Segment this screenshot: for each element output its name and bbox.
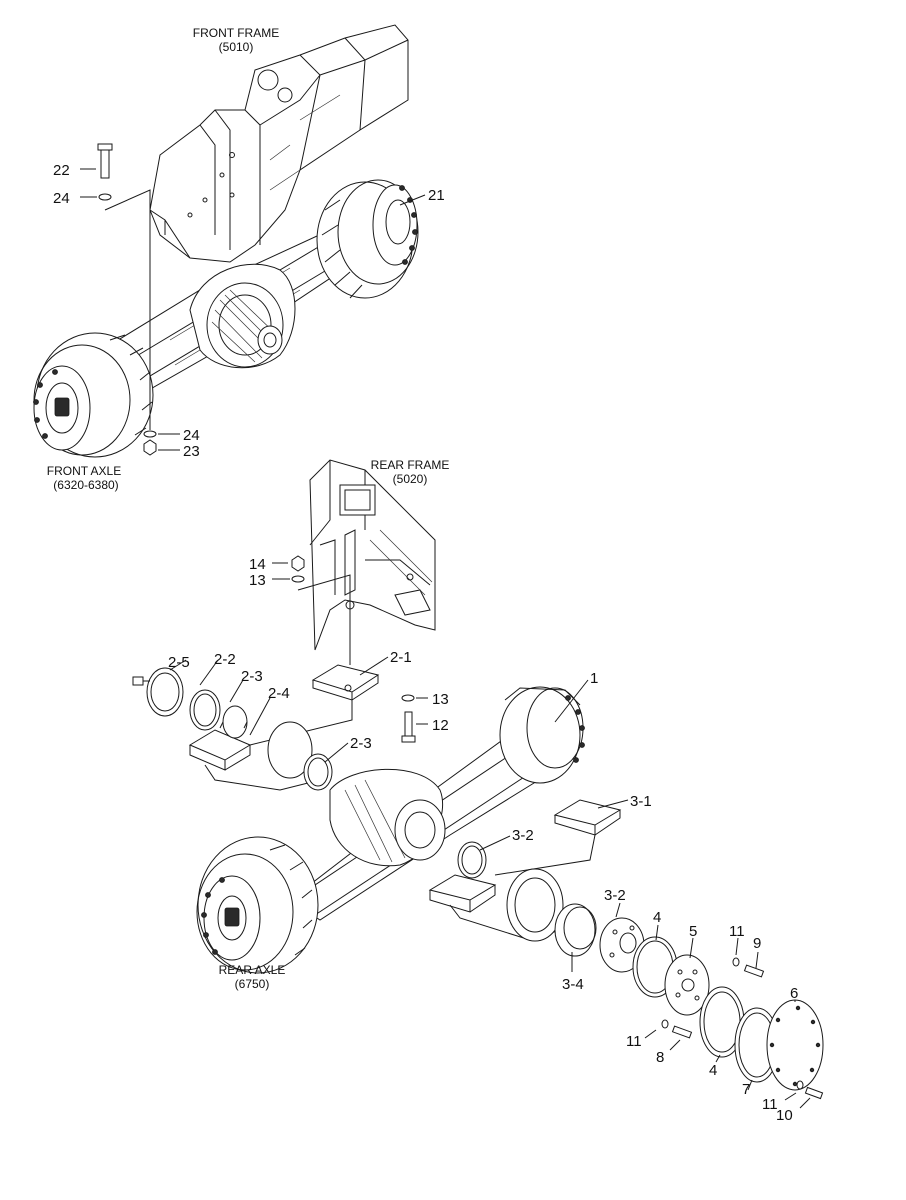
callout-rear-washer-top: 13 — [249, 572, 266, 589]
callout-rear-nut-top: 14 — [249, 556, 266, 573]
cover-bolt-holes — [769, 1005, 821, 1087]
front-washer-top-shape — [98, 193, 112, 201]
rear-washer-top-shape — [291, 575, 305, 583]
rear-frame-hardware — [272, 555, 351, 665]
callout-rear-bolt-bottom: 10 — [776, 1107, 793, 1124]
rear-axle-right-studs — [565, 695, 585, 763]
rear-frame-code: (5020) — [393, 472, 428, 486]
front-washer-bottom-shape — [143, 430, 157, 438]
front-frame-code: (5010) — [219, 40, 254, 54]
callout-rear-axle-assy: 1 — [590, 670, 598, 687]
callout-rear-hub-lower: 3-2 — [604, 887, 626, 904]
rear-frame-drawing — [309, 459, 436, 651]
callout-rear-shim-a: 4 — [653, 909, 661, 926]
front-axle-right-studs — [399, 185, 418, 265]
front-bolt-shape — [100, 147, 110, 179]
front-nut-shape — [143, 439, 157, 456]
callout-rear-pad-bushing: 2-4 — [268, 685, 290, 702]
rear-nut-top-shape — [291, 555, 305, 572]
seal-2-5-shape — [146, 667, 184, 717]
callout-rear-pad-support: 2-1 — [390, 649, 412, 666]
callout-front-axle-assy: 21 — [428, 187, 445, 204]
callout-rear-bolt-mid: 12 — [432, 717, 449, 734]
housing-ring-shape — [506, 868, 564, 942]
callout-rear-washer-bottom: 11 — [762, 1096, 778, 1113]
callout-rear-seal-lower: 3-2 — [512, 827, 534, 844]
front-mount-hardware — [80, 143, 426, 456]
callout-front-washer-bottom: 24 — [183, 427, 200, 444]
rear-bolt-mid-shape — [404, 711, 413, 739]
callout-rear-washer-mid: 13 — [432, 691, 449, 708]
callout-rear-washer-left: 11 — [626, 1033, 642, 1050]
callout-rear-gasket: 7 — [742, 1081, 750, 1098]
callout-rear-plate: 5 — [689, 923, 697, 940]
front-frame-title: FRONT FRAME — [193, 26, 279, 40]
callout-rear-pad-ring: 2-3 — [241, 668, 263, 685]
callout-rear-support-lower: 3-1 — [630, 793, 652, 810]
bushing-3-4-shape — [554, 903, 596, 957]
front-axle-left-studs — [33, 369, 58, 439]
small-bolt-shape — [132, 676, 144, 686]
callout-front-nut: 23 — [183, 443, 200, 460]
front-axle-drawing — [33, 179, 419, 458]
ring-lower-shape — [267, 721, 313, 779]
support-3-1-shape — [553, 799, 622, 826]
seal-3-2-shape — [457, 841, 487, 879]
bushing-2-3-shape — [222, 705, 248, 739]
callout-front-bolt: 22 — [53, 162, 70, 179]
rear-frame-guide-line — [297, 574, 351, 665]
callout-rear-pad-seal-outer: 2-5 — [168, 654, 190, 671]
ring-2-3-lower-shape — [303, 753, 333, 791]
rear-upper-pad-assembly — [132, 656, 589, 791]
front-mount-guide-line — [104, 189, 151, 430]
callout-rear-shim-b: 4 — [709, 1062, 717, 1079]
rear-axle-code: (6750) — [235, 977, 270, 991]
callout-rear-pad-seal-2: 2-2 — [214, 651, 236, 668]
front-bolt-head — [97, 143, 113, 151]
cover-6-shape — [766, 999, 824, 1091]
rear-lower-support-assembly — [428, 799, 824, 1109]
front-axle-title: FRONT AXLE — [47, 464, 121, 478]
callout-rear-cover: 6 — [790, 985, 798, 1002]
front-frame-drawing — [149, 24, 409, 263]
front-axle-code: (6320-6380) — [53, 478, 118, 492]
callout-rear-bolt-left: 8 — [656, 1049, 664, 1066]
rear-axle-drawing — [196, 686, 585, 974]
rear-axle-title: REAR AXLE — [219, 963, 286, 977]
callout-rear-bolt-right: 9 — [753, 935, 761, 952]
rear-axle-left-studs — [201, 877, 225, 955]
rear-frame-title: REAR FRAME — [371, 458, 450, 472]
callout-rear-washer-right: 11 — [729, 923, 745, 940]
callout-rear-pad-ring-lower: 2-3 — [350, 735, 372, 752]
rear-washer-mid-shape — [401, 694, 415, 702]
callout-front-washer-top: 24 — [53, 190, 70, 207]
callout-rear-bushing-lower: 3-4 — [562, 976, 584, 993]
ring-2-2-shape — [189, 689, 221, 731]
